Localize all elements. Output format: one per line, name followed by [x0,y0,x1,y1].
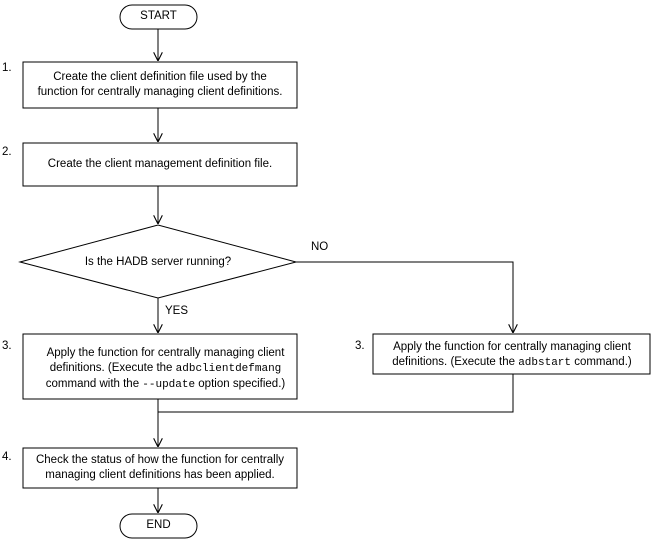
yes-label: YES [165,305,189,317]
step3b-box [372,333,651,375]
command-adbclientdefmang: adbclientdefmang [175,363,282,375]
decision-text: Is the HADB server running? [84,256,232,268]
step3a-line1: Apply the function for centrally managin… [46,347,285,359]
step2-number: 2. [2,146,12,158]
step1-text: Create the client definition file used b… [37,71,283,98]
step1-number: 1. [2,62,12,74]
step3a-box [22,333,298,400]
end-terminal [119,513,198,539]
step4-box [22,447,298,489]
step3b-line1: Apply the function for centrally managin… [393,341,631,353]
step4-number: 4. [2,451,12,463]
start-label: START [140,10,177,22]
arrow-no-to-step3b [296,261,513,333]
step3a-line3: command with the --update option specifi… [45,378,286,391]
step3b-text: Apply the function for centrally managin… [378,340,646,371]
step2-box [22,142,298,187]
step2-text: Create the client management definition … [47,158,273,170]
no-label: NO [311,241,329,253]
step3b-line2: definitions. (Execute the adbstart comma… [392,356,632,369]
command-adbstart: adbstart [518,357,572,369]
step1-box [22,61,298,109]
connector-step3b-merge [158,374,514,413]
step3a-text: Apply the function for centrally managin… [38,346,293,393]
option-update: --update [142,379,196,391]
step3b-number: 3. [355,340,365,352]
step3a-line2: definitions. (Execute the adbclientdefma… [49,362,282,375]
end-label: END [146,519,171,531]
step4-text: Check the status of how the function for… [35,454,285,481]
step3a-number: 3. [2,340,12,352]
